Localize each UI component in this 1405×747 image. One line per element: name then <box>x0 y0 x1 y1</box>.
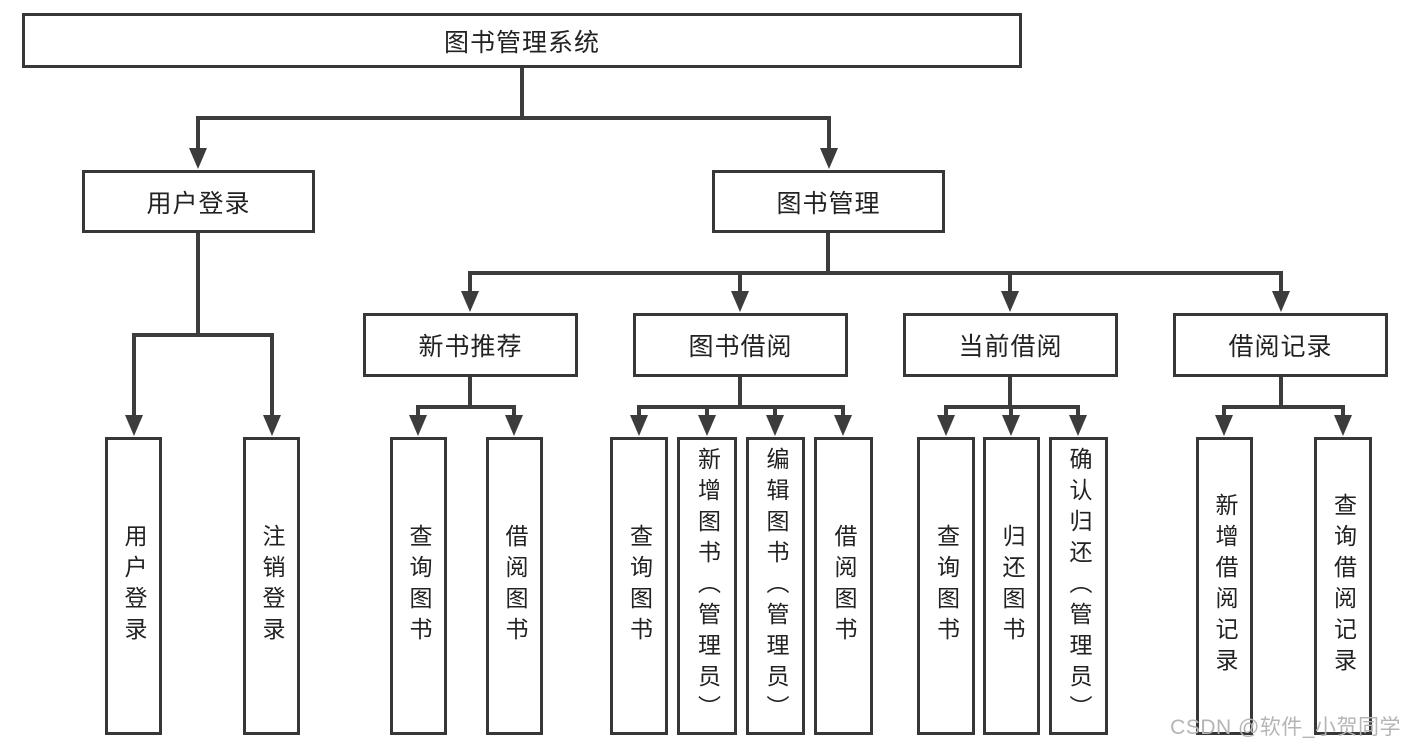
node-user-login: 用户登录 <box>82 170 315 233</box>
arrowhead-icons <box>125 148 1352 436</box>
node-label: 图书管理 <box>776 189 881 218</box>
leaf-borrow-books-recommend: 借阅图书 <box>486 437 543 735</box>
leaf-query-books-recommend: 查询图书 <box>390 437 447 735</box>
leaf-query-books-borrowing: 查询图书 <box>610 437 668 735</box>
leaf-label: 新增图书（管理员） <box>694 446 721 726</box>
node-book-management: 图书管理 <box>712 170 945 233</box>
node-book-borrowing: 图书借阅 <box>633 313 848 377</box>
leaf-label: 归还图书 <box>999 524 1025 648</box>
leaf-label: 借阅图书 <box>831 524 857 648</box>
leaf-borrow-books-borrowing: 借阅图书 <box>814 437 873 735</box>
leaf-return-books: 归还图书 <box>983 437 1040 735</box>
node-label: 新书推荐 <box>418 333 523 361</box>
leaf-query-books-current: 查询图书 <box>917 437 975 735</box>
leaf-label: 查询图书 <box>933 524 960 648</box>
leaf-logout-login: 注销登录 <box>243 437 300 735</box>
node-new-book-recommendation: 新书推荐 <box>363 313 578 377</box>
node-label: 用户登录 <box>146 189 251 218</box>
leaf-query-borrow-record: 查询借阅记录 <box>1314 437 1372 735</box>
leaf-add-borrow-record: 新增借阅记录 <box>1196 437 1253 735</box>
csdn-watermark: CSDN @软件_小贺同学 <box>1170 716 1401 739</box>
node-label: 当前借阅 <box>958 333 1063 361</box>
node-label: 图书借阅 <box>688 333 793 361</box>
leaf-label: 用户登录 <box>121 524 147 648</box>
node-label: 图书管理系统 <box>443 28 600 57</box>
node-library-management-system: 图书管理系统 <box>22 13 1022 68</box>
leaf-label: 查询图书 <box>626 524 653 648</box>
leaf-user-login: 用户登录 <box>105 437 162 735</box>
leaf-label: 确认归还（管理员） <box>1066 446 1092 726</box>
leaf-label: 注销登录 <box>259 524 285 648</box>
node-label: 借阅记录 <box>1228 333 1333 361</box>
leaf-label: 借阅图书 <box>502 524 528 648</box>
leaf-label: 编辑图书（管理员） <box>763 446 789 726</box>
leaf-label: 新增借阅记录 <box>1212 493 1238 679</box>
leaf-label: 查询图书 <box>406 524 432 648</box>
leaf-add-books-admin: 新增图书（管理员） <box>677 437 737 735</box>
node-current-borrowing: 当前借阅 <box>903 313 1118 377</box>
leaf-label: 查询借阅记录 <box>1330 493 1357 679</box>
node-borrowing-records: 借阅记录 <box>1173 313 1388 377</box>
leaf-edit-books-admin: 编辑图书（管理员） <box>746 437 805 735</box>
leaf-confirm-return-admin: 确认归还（管理员） <box>1049 437 1108 735</box>
